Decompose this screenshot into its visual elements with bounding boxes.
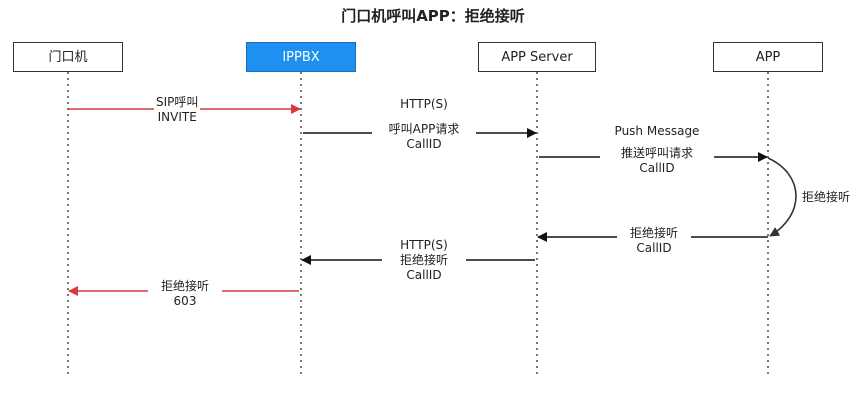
participant-app: APP: [713, 42, 823, 72]
msg-http-reject-label: HTTP(S) 拒绝接听 CallID: [382, 238, 466, 283]
msg-http-call-request-sublabel: 呼叫APP请求 CallID: [372, 122, 476, 152]
msg-push-message-sublabel: 推送呼叫请求 CallID: [600, 146, 714, 176]
msg-reject-603-label: 拒绝接听 603: [148, 279, 222, 309]
msg-reject-to-server-label: 拒绝接听 CallID: [617, 226, 691, 256]
msg-sip-invite-label: SIP呼叫 INVITE: [154, 95, 201, 125]
msg-http-call-request-label: HTTP(S): [377, 97, 471, 112]
participant-app-server: APP Server: [478, 42, 596, 72]
participant-ippbx: IPPBX: [246, 42, 356, 72]
msg-reject-self-label: 拒绝接听: [800, 190, 853, 205]
msg-reject-self-arrow: [767, 157, 797, 237]
participant-door-station: 门口机: [13, 42, 123, 72]
msg-push-message-label: Push Message: [600, 124, 714, 139]
diagram-title: 门口机呼叫APP：拒绝接听: [341, 7, 525, 25]
